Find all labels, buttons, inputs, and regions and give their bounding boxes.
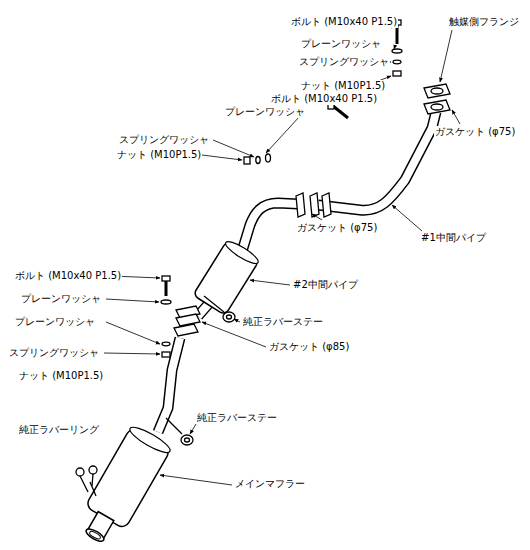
part-label: ガスケット (φ85) bbox=[268, 341, 350, 353]
part-label: プレーンワッシャ bbox=[14, 316, 96, 328]
part-label: ガスケット (φ75) bbox=[296, 222, 378, 234]
part-label: ナット (M10P1.5) bbox=[116, 149, 202, 161]
part-label: ボルト (M10x40 P1.5) bbox=[270, 93, 378, 105]
flanges bbox=[174, 84, 450, 336]
part-label: 触媒側フランジ bbox=[448, 16, 520, 28]
part-label: #1中間パイプ bbox=[420, 232, 487, 244]
part-label: #2中間パイプ bbox=[292, 279, 359, 291]
part-label: プレーンワッシャ bbox=[20, 293, 102, 305]
part-label: プレーンワッシャ bbox=[300, 38, 382, 50]
part-label: ナット (M10P1.5) bbox=[300, 80, 386, 92]
fasteners bbox=[161, 20, 402, 357]
part-label: プレーンワッシャ bbox=[224, 106, 306, 118]
part-label: ボルト (M10x40 P1.5) bbox=[14, 270, 122, 282]
part-label: ボルト (M10x40 P1.5) bbox=[290, 16, 398, 28]
part-label: メインマフラー bbox=[234, 478, 306, 490]
part-label: スプリングワッシャ bbox=[118, 134, 210, 146]
main-muffler bbox=[73, 423, 173, 550]
part-label: ガスケット (φ75) bbox=[434, 126, 516, 138]
part-label: ナット (M10P1.5) bbox=[18, 370, 104, 382]
leader-lines bbox=[104, 22, 460, 485]
part-label: スプリングワッシャ bbox=[8, 347, 100, 359]
part-label: 純正ラバーステー bbox=[242, 316, 324, 328]
part-label: スプリングワッシャ bbox=[298, 56, 390, 68]
resonator bbox=[193, 238, 261, 315]
part-label: 純正ラバーリング bbox=[18, 424, 100, 436]
part-label: 純正ラバーステー bbox=[196, 412, 278, 424]
